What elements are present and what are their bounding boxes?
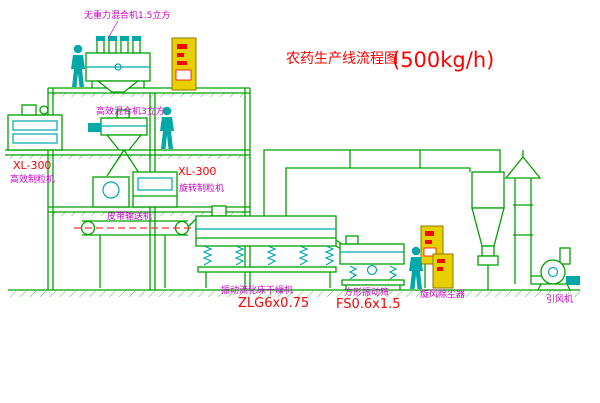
- label-conveyor: 皮带输送机: [107, 210, 152, 222]
- title-text: 农药生产线流程图: [286, 51, 398, 67]
- label-fan: 引风机: [546, 293, 573, 305]
- exhaust-duct: Φ600: [263, 149, 501, 216]
- equipment-labels: 无重力混合机1.5立方 高效混合机3立方 XL-300 高效制粒机 XL-300…: [10, 9, 573, 312]
- label-screen-model: FS0.6x1.5: [336, 297, 401, 312]
- high-efficiency-mixer: [88, 109, 148, 151]
- control-panel-3: [432, 253, 454, 289]
- diagram-title: 农药生产线流程图 (500kg/h): [286, 48, 494, 72]
- vibrating-screen: [339, 235, 405, 290]
- exhaust-stack: [504, 150, 543, 285]
- label-granulator-right-model: XL-300: [178, 165, 216, 178]
- label-dryer-model: ZLG6x0.75: [238, 296, 309, 311]
- zero-gravity-mixer: [85, 36, 151, 93]
- cyclone-separator: [471, 171, 505, 290]
- label-cyclone: 旋风除尘器: [420, 288, 465, 300]
- label-granulator-left: 高效制粒机: [10, 173, 55, 185]
- label-granulator-right: 旋转制粒机: [179, 182, 224, 194]
- control-panel-1: [171, 37, 197, 91]
- person-1: [71, 44, 85, 87]
- title-capacity: (500kg/h): [392, 48, 494, 72]
- label-mixer-top: 无重力混合机1.5立方: [84, 9, 170, 21]
- granulator-right-machine: [92, 171, 178, 208]
- label-dryer: 振动流化床干燥机: [221, 284, 293, 296]
- induced-draft-fan: [536, 247, 580, 291]
- fluid-bed-dryer: [195, 205, 351, 288]
- label-granulator-left-model: XL-300: [13, 159, 51, 172]
- granulator-left-machine: [7, 104, 63, 151]
- ground-line: [8, 289, 580, 297]
- belt-conveyor: [74, 215, 200, 288]
- label-mixer-mid: 高效混合机3立方: [96, 105, 165, 117]
- label-screen: 方形振动筛: [344, 286, 389, 298]
